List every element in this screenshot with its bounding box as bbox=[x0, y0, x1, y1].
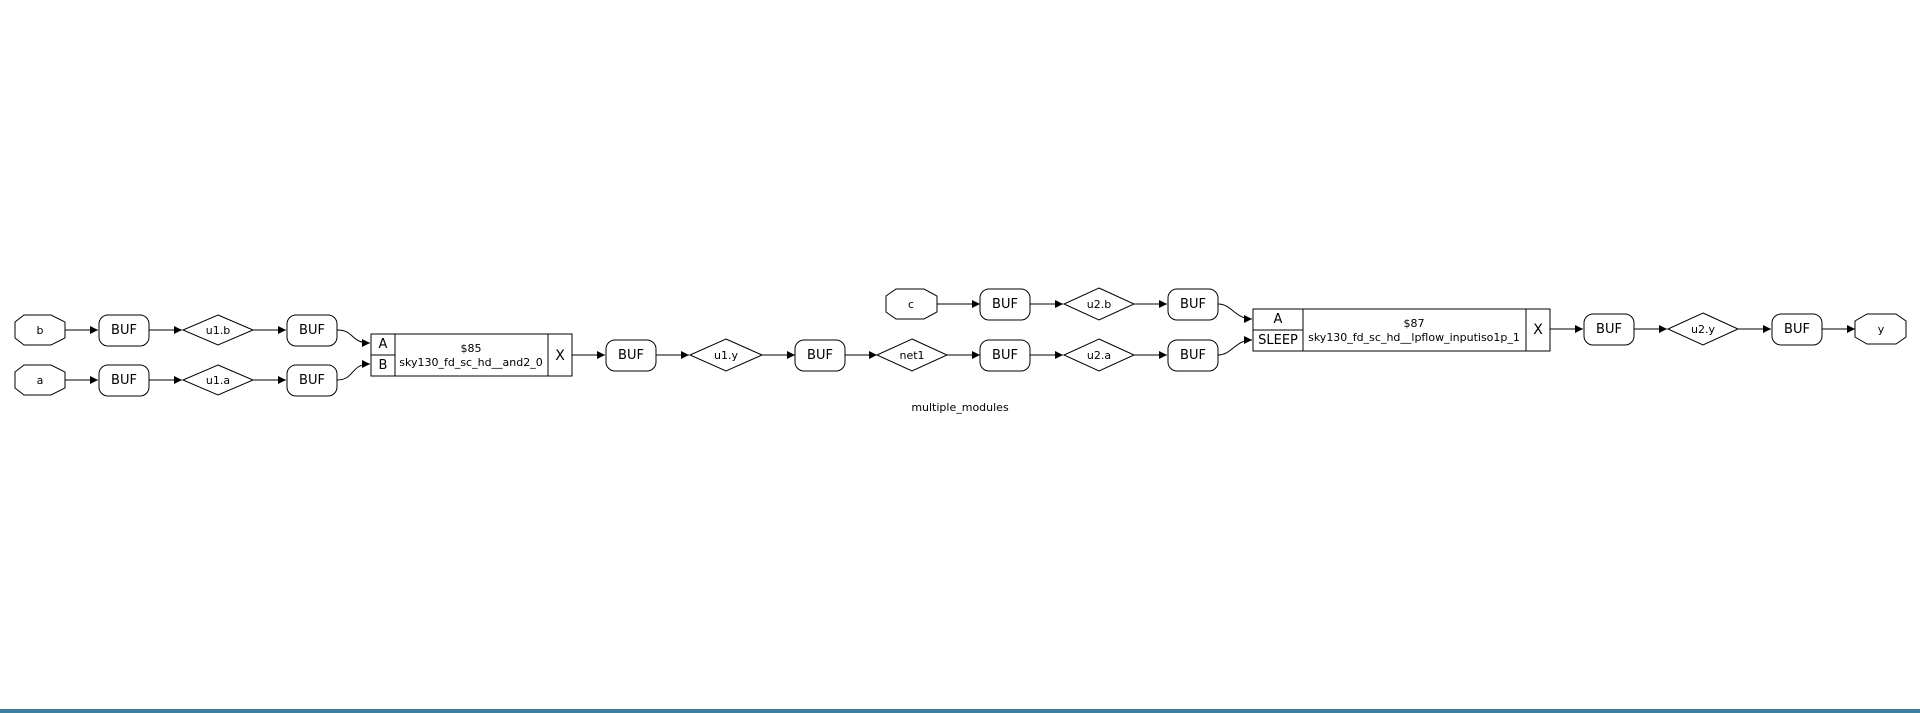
buffer: BUF bbox=[979, 288, 1031, 321]
net-u2-a: u2.a bbox=[1062, 338, 1136, 372]
net-u2-b: u2.b bbox=[1062, 287, 1136, 321]
net-label: u2.b bbox=[1087, 298, 1111, 311]
buffer: BUF bbox=[979, 339, 1031, 372]
buffer: BUF bbox=[286, 364, 338, 397]
buffer-label: BUF bbox=[1180, 348, 1206, 363]
buffer-label: BUF bbox=[618, 348, 644, 363]
edge bbox=[336, 360, 371, 381]
buffer-label: BUF bbox=[1596, 322, 1622, 337]
buffer: BUF bbox=[286, 314, 338, 347]
port-label: a bbox=[37, 374, 44, 387]
net-u1-a: u1.a bbox=[181, 364, 255, 396]
net-label: u1.a bbox=[206, 374, 230, 387]
buffer-label: BUF bbox=[1784, 322, 1810, 337]
net-u1-b: u1.b bbox=[181, 314, 255, 346]
net-net1: net1 bbox=[875, 338, 949, 372]
net-label: net1 bbox=[899, 349, 924, 362]
port-label: y bbox=[1878, 323, 1885, 336]
bottom-edge-bar bbox=[0, 709, 1920, 713]
net-label: u1.b bbox=[206, 324, 230, 337]
pin-b-label: B bbox=[379, 358, 388, 373]
edge bbox=[1217, 303, 1253, 323]
buffer: BUF bbox=[605, 339, 657, 372]
port-y: y bbox=[1854, 313, 1907, 345]
cell-and2: A B $85 sky130_fd_sc_hd__and2_0 X bbox=[370, 333, 573, 377]
cell-inputiso: A SLEEP $87 sky130_fd_sc_hd__lpflow_inpu… bbox=[1252, 308, 1551, 352]
net-label: u2.y bbox=[1691, 323, 1715, 336]
port-a: a bbox=[14, 364, 66, 396]
net-u2-y: u2.y bbox=[1666, 312, 1740, 346]
buffer: BUF bbox=[98, 364, 150, 397]
buffer: BUF bbox=[98, 314, 150, 347]
buffer: BUF bbox=[794, 339, 846, 372]
buffer-label: BUF bbox=[807, 348, 833, 363]
cell-type: sky130_fd_sc_hd__lpflow_inputiso1p_1 bbox=[1308, 331, 1520, 344]
net-u1-y: u1.y bbox=[688, 338, 764, 372]
buffer: BUF bbox=[1771, 313, 1823, 346]
buffer-label: BUF bbox=[111, 373, 137, 388]
buffer-label: BUF bbox=[299, 373, 325, 388]
pin-x-label: X bbox=[1533, 322, 1543, 338]
diagram-title: multiple_modules bbox=[911, 401, 1009, 414]
edges bbox=[65, 300, 1855, 384]
pin-a-label: A bbox=[1274, 312, 1283, 327]
net-label: u2.a bbox=[1087, 349, 1111, 362]
buffer-label: BUF bbox=[299, 323, 325, 338]
buffer: BUF bbox=[1167, 339, 1219, 372]
pin-sleep-label: SLEEP bbox=[1258, 333, 1298, 348]
buffer: BUF bbox=[1583, 313, 1635, 346]
buffer-label: BUF bbox=[992, 297, 1018, 312]
buffer: BUF bbox=[1167, 288, 1219, 321]
net-label: u1.y bbox=[714, 349, 738, 362]
buffer-label: BUF bbox=[1180, 297, 1206, 312]
cell-type: sky130_fd_sc_hd__and2_0 bbox=[399, 356, 543, 369]
cell-id: $87 bbox=[1404, 317, 1425, 330]
buffer-label: BUF bbox=[111, 323, 137, 338]
pin-x-label: X bbox=[555, 348, 565, 364]
cell-id: $85 bbox=[461, 342, 482, 355]
port-label: b bbox=[37, 324, 44, 337]
port-c: c bbox=[885, 288, 938, 320]
edge bbox=[1217, 336, 1253, 356]
port-label: c bbox=[908, 298, 914, 311]
port-b: b bbox=[14, 314, 66, 346]
edge bbox=[336, 329, 371, 347]
buffer-label: BUF bbox=[992, 348, 1018, 363]
pin-a-label: A bbox=[379, 337, 388, 352]
